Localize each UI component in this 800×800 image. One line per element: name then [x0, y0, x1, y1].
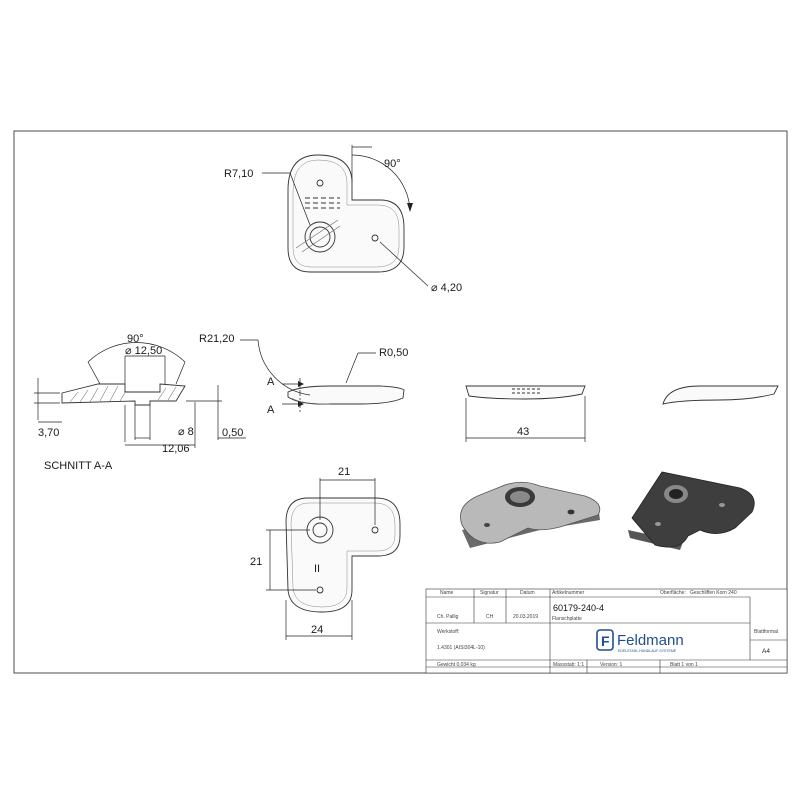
title-block [425, 588, 788, 674]
title-block-col-date: Datum [520, 590, 535, 596]
section-bore-label: ⌀ 8 [178, 426, 194, 438]
top-view-dimensions [262, 145, 429, 287]
brand-name: Feldmann [617, 632, 684, 649]
front-view [465, 385, 586, 400]
title-block-weight: Gewicht 0,034 kg [437, 662, 476, 668]
section-thickness-label: 3,70 [38, 427, 59, 439]
drawing-frame [13, 130, 788, 674]
isometric-view-top [460, 481, 601, 548]
title-block-version: Version: 1 [600, 662, 622, 668]
title-block-date-value: 20.03.2019 [513, 614, 538, 620]
title-block-col-signature: Signatur [480, 590, 499, 596]
side-view-dimensions [240, 339, 376, 412]
bottom-view-dimensions [266, 478, 376, 640]
logo-letter: F [601, 633, 610, 649]
title-block-format-label: Blattformat [754, 629, 779, 635]
title-block-material-value: 1.4301 (AISI304L-10) [437, 645, 485, 651]
title-block-format-value: A4 [762, 648, 770, 655]
title-block-article-label: Artikelnummer [552, 590, 585, 596]
title-block-surface-value: Geschliffen Korn 240 [690, 590, 737, 596]
bottom-v-offset-label: 21 [250, 556, 262, 568]
section-angle-label: 90° [127, 333, 144, 345]
side-view [287, 385, 405, 405]
title-block-signature-value: CH [486, 614, 494, 620]
section-edge-label: 0,50 [222, 427, 243, 439]
front-view-dimensions [465, 396, 586, 442]
section-width-label: 12,06 [162, 443, 190, 455]
title-block-material-label: Werkstoff: [437, 629, 459, 635]
top-angle-label: 90° [384, 158, 401, 170]
bottom-h-offset-label: 21 [338, 466, 350, 478]
section-dimensions [34, 342, 246, 448]
title-block-sheet: Blatt 1 von 1 [670, 662, 698, 668]
title-block-name-value: Ch. Pallig [437, 614, 459, 620]
feldmann-logo: F [596, 629, 614, 651]
title-block-description: Flanschplatte [552, 616, 582, 622]
title-block-scale: Massstab: 1:1 [553, 662, 584, 668]
section-view [61, 383, 186, 406]
isometric-view-bottom [628, 471, 755, 550]
cut-marker-lower: A [267, 404, 275, 416]
top-radius-label: R7,10 [224, 168, 253, 180]
top-hole-label: ⌀ 4,20 [431, 282, 462, 294]
side-radius-label: R21,20 [199, 333, 234, 345]
top-view [287, 154, 405, 273]
right-side-view [662, 385, 779, 405]
bottom-view [285, 497, 401, 613]
title-block-surface-label: Oberfläche: [660, 590, 686, 596]
side-fillet-label: R0,50 [379, 347, 408, 359]
title-block-article-number: 60179-240-4 [553, 603, 604, 613]
bottom-width-label: 24 [311, 624, 323, 636]
front-length-label: 43 [517, 426, 529, 438]
brand-tagline: EDELSTAHL-HANDLAUF-SYSTEME [618, 649, 677, 653]
title-block-col-name: Name [440, 590, 454, 596]
cut-marker-upper: A [267, 376, 275, 388]
section-caption: SCHNITT A-A [44, 460, 113, 472]
part-mark-label: II [314, 563, 320, 575]
section-counterbore-label: ⌀ 12,50 [125, 345, 162, 357]
